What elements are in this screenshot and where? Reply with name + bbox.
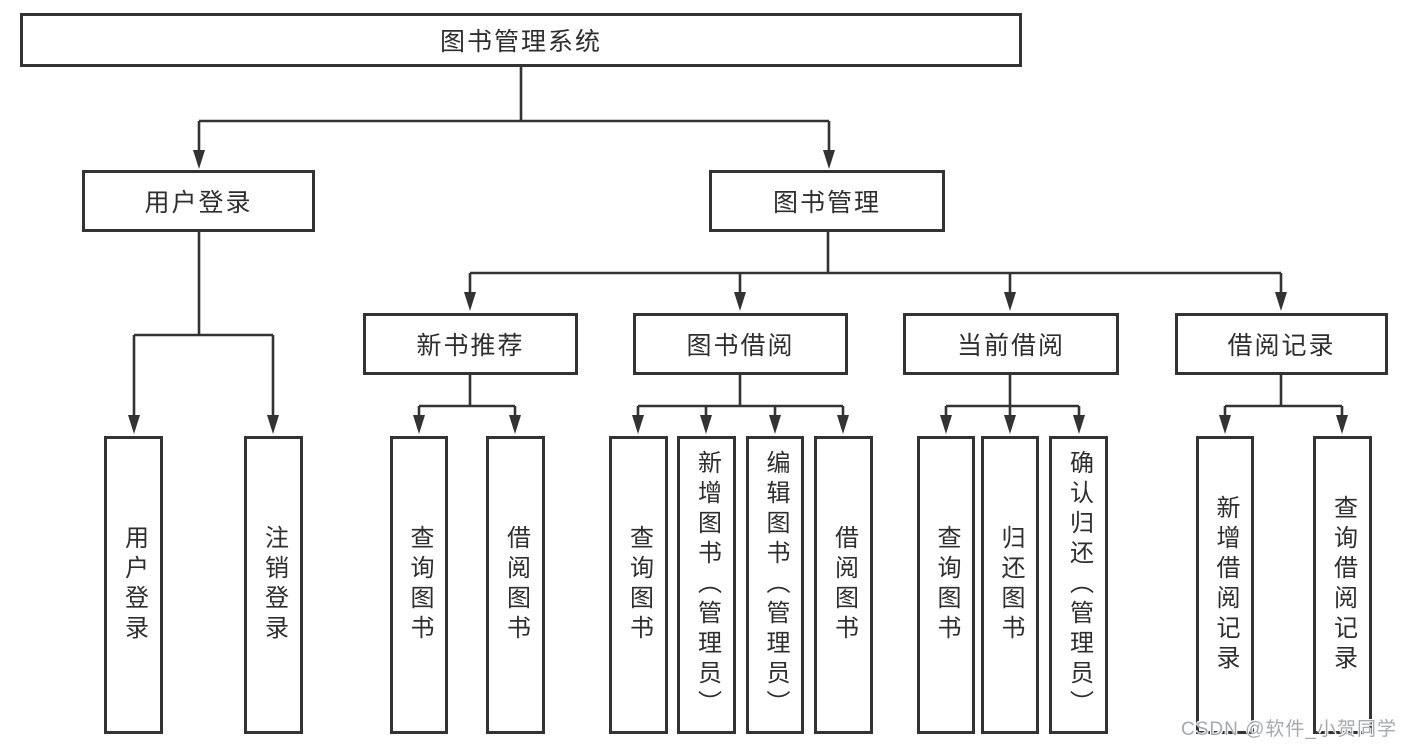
arrow-down-icon	[700, 415, 712, 434]
leaf-query-books-recommend: 查询图书	[390, 436, 448, 734]
arrow-down-icon	[1004, 292, 1016, 311]
node-book-borrow: 图书借阅	[633, 313, 848, 375]
leaf-return-books: 归还图书	[981, 436, 1039, 734]
arrow-down-icon	[823, 150, 835, 169]
arrow-down-icon	[128, 415, 140, 434]
connector-current-borrow-to-leaves	[940, 375, 1085, 434]
leaf-edit-book-admin: 编辑图书（管理员）	[746, 436, 804, 734]
connector-new-book-to-leaves	[413, 375, 521, 434]
arrow-down-icon	[464, 292, 476, 311]
node-borrow-records: 借阅记录	[1175, 313, 1388, 375]
arrow-down-icon	[1275, 292, 1287, 311]
connector-book-management-to-level3	[464, 232, 1287, 311]
arrow-down-icon	[1004, 415, 1016, 434]
leaf-query-books-current: 查询图书	[917, 436, 975, 734]
arrow-down-icon	[413, 415, 425, 434]
arrow-down-icon	[940, 415, 952, 434]
connector-root-to-level2	[193, 67, 835, 169]
connector-book-borrow-to-leaves	[632, 375, 849, 434]
arrow-down-icon	[1219, 415, 1231, 434]
leaf-logout: 注销登录	[244, 436, 303, 734]
node-current-borrow: 当前借阅	[903, 313, 1119, 375]
arrow-down-icon	[837, 415, 849, 434]
leaf-add-borrow-record: 新增借阅记录	[1196, 436, 1254, 734]
arrow-down-icon	[734, 292, 746, 311]
connector-user-login-to-leaves	[128, 232, 279, 434]
leaf-confirm-return-admin: 确认归还（管理员）	[1049, 436, 1108, 734]
leaf-add-book-admin: 新增图书（管理员）	[677, 436, 736, 734]
leaf-borrow-books-recommend: 借阅图书	[486, 436, 545, 734]
connector-borrow-records-to-leaves	[1219, 375, 1348, 434]
csdn-watermark: CSDN @软件_小贺同学	[1181, 719, 1397, 740]
arrow-down-icon	[193, 150, 205, 169]
arrow-down-icon	[1336, 415, 1348, 434]
node-user-login: 用户登录	[82, 170, 315, 232]
arrow-down-icon	[632, 415, 644, 434]
leaf-user-login: 用户登录	[104, 436, 163, 734]
leaf-query-books-borrow: 查询图书	[609, 436, 668, 734]
node-root-library-system: 图书管理系统	[20, 13, 1022, 67]
leaf-borrow-books: 借阅图书	[814, 436, 873, 734]
arrow-down-icon	[769, 415, 781, 434]
node-book-management: 图书管理	[709, 170, 945, 232]
arrow-down-icon	[509, 415, 521, 434]
arrow-down-icon	[267, 415, 279, 434]
node-new-book-recommend: 新书推荐	[363, 313, 578, 375]
leaf-query-borrow-record: 查询借阅记录	[1313, 436, 1372, 734]
arrow-down-icon	[1073, 415, 1085, 434]
